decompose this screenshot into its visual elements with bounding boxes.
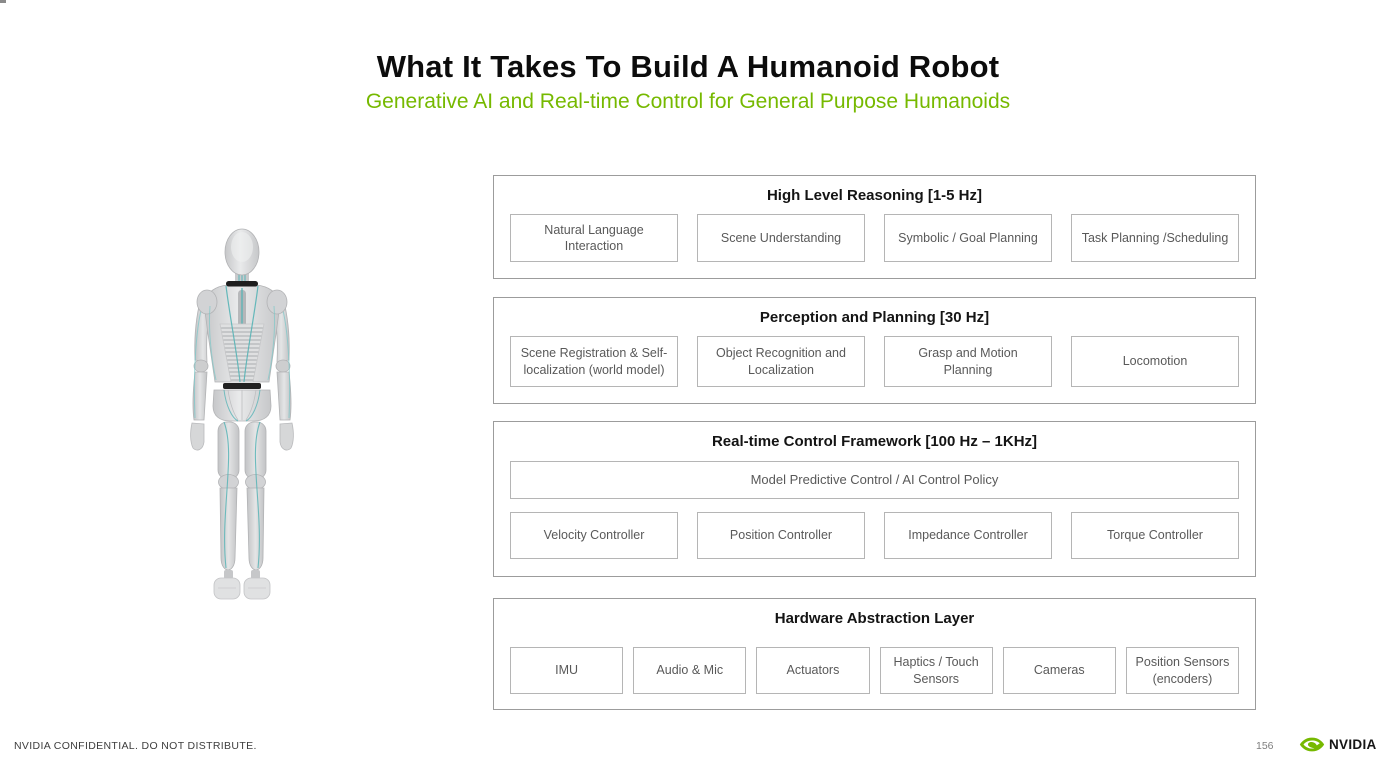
box-haptics-touch-sensors: Haptics / Touch Sensors — [879, 647, 993, 694]
nvidia-eye-icon — [1299, 737, 1325, 752]
box-actuators: Actuators — [756, 647, 870, 694]
humanoid-robot-figure — [180, 222, 304, 604]
box-scene-understanding: Scene Understanding — [697, 214, 865, 262]
section-row: IMU Audio & Mic Actuators Haptics / Touc… — [510, 647, 1240, 694]
section-row: Scene Registration & Self- localization … — [510, 336, 1239, 387]
robot-stack-diagram: High Level Reasoning [1-5 Hz] Natural La… — [493, 175, 1256, 710]
box-locomotion: Locomotion — [1071, 336, 1239, 387]
box-symbolic-goal-planning: Symbolic / Goal Planning — [884, 214, 1052, 262]
section-high-level-reasoning: High Level Reasoning [1-5 Hz] Natural La… — [493, 175, 1256, 279]
nvidia-logo: NVIDIA. — [1299, 735, 1376, 754]
nvidia-wordmark: NVIDIA. — [1329, 737, 1376, 752]
screen-corner-artifact — [0, 0, 6, 3]
box-imu: IMU — [510, 647, 624, 694]
section-title-real-time-control-framework: Real-time Control Framework [100 Hz – 1K… — [711, 433, 1038, 450]
box-velocity-controller: Velocity Controller — [510, 512, 678, 559]
box-torque-controller: Torque Controller — [1071, 512, 1239, 559]
confidential-notice: NVIDIA CONFIDENTIAL. DO NOT DISTRIBUTE. — [14, 740, 257, 752]
section-row: Natural Language Interaction Scene Under… — [510, 214, 1239, 262]
box-natural-language-interaction: Natural Language Interaction — [510, 214, 678, 262]
section-title-hardware-abstraction-layer: Hardware Abstraction Layer — [774, 610, 975, 627]
section-perception-and-planning: Perception and Planning [30 Hz] Scene Re… — [493, 297, 1256, 404]
section-title-perception-and-planning: Perception and Planning [30 Hz] — [759, 309, 990, 326]
page-number: 156 — [1256, 740, 1274, 752]
section-row: Velocity Controller Position Controller … — [510, 512, 1239, 559]
slide-header: What It Takes To Build A Humanoid Robot … — [0, 50, 1376, 114]
box-grasp-and-motion-planning: Grasp and Motion Planning — [884, 336, 1052, 387]
box-impedance-controller: Impedance Controller — [884, 512, 1052, 559]
section-title-high-level-reasoning: High Level Reasoning [1-5 Hz] — [766, 187, 983, 204]
humanoid-robot-illustration — [190, 228, 294, 600]
section-real-time-control-framework: Real-time Control Framework [100 Hz – 1K… — [493, 421, 1256, 577]
page-subtitle: Generative AI and Real-time Control for … — [365, 90, 1011, 113]
box-audio-and-mic: Audio & Mic — [633, 647, 747, 694]
box-position-controller: Position Controller — [697, 512, 865, 559]
box-position-sensors-encoders: Position Sensors (encoders) — [1125, 647, 1240, 694]
box-model-predictive-control-ai-policy: Model Predictive Control / AI Control Po… — [510, 461, 1239, 499]
page-title: What It Takes To Build A Humanoid Robot — [376, 49, 1000, 84]
box-object-recognition-localization: Object Recognition and Localization — [697, 336, 865, 387]
box-scene-registration-self-localization: Scene Registration & Self- localization … — [510, 336, 678, 387]
section-row: Model Predictive Control / AI Control Po… — [510, 461, 1239, 499]
section-hardware-abstraction-layer: Hardware Abstraction Layer IMU Audio & M… — [493, 598, 1256, 710]
box-task-planning-scheduling: Task Planning /Scheduling — [1071, 214, 1239, 262]
box-cameras: Cameras — [1002, 647, 1116, 694]
